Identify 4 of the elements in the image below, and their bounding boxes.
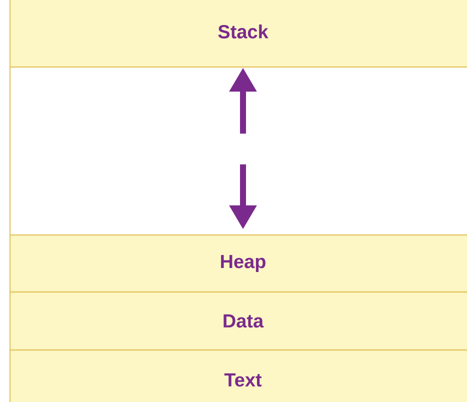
memory-segment: Stack (9, 0, 467, 68)
memory-segment: Text (9, 349, 467, 402)
memory-segment: Data (9, 291, 467, 351)
memory-segment: Heap (9, 234, 467, 293)
